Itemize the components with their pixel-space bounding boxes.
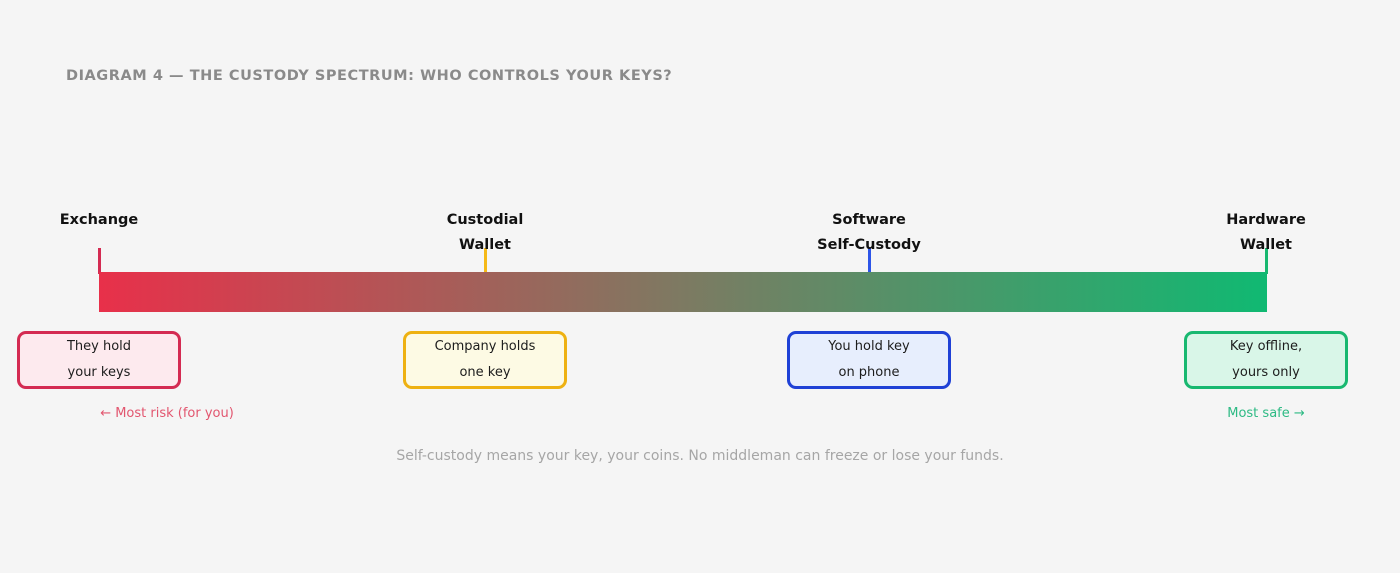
stage-label-line1: Custodial xyxy=(446,212,524,228)
stage-tick-exchange xyxy=(98,248,101,274)
stage-tick-software-self-custody xyxy=(868,248,871,274)
stage-label-line2: Wallet xyxy=(459,237,511,253)
stage-label-line1: Hardware xyxy=(1226,212,1306,228)
stage-card-hardware-wallet: Key offline, yours only xyxy=(1184,331,1348,389)
stage-desc-line1: Key offline, xyxy=(1229,339,1303,354)
stage-card-exchange: They hold your keys xyxy=(17,331,181,389)
stage-label-exchange: Exchange xyxy=(60,208,139,233)
stage-label-line1: Exchange xyxy=(59,212,139,228)
footer-caption: Self-custody means your key, your coins.… xyxy=(396,448,1004,464)
annotation-most-risk: ← Most risk (for you) xyxy=(100,406,234,421)
spectrum-gradient-bar xyxy=(99,272,1267,312)
stage-desc-line1: You hold key xyxy=(828,339,910,354)
stage-label-line2: Wallet xyxy=(1240,237,1292,253)
stage-tick-hardware-wallet xyxy=(1265,248,1268,274)
page-title: DIAGRAM 4 — THE CUSTODY SPECTRUM: WHO CO… xyxy=(66,68,673,84)
stage-tick-custodial-wallet xyxy=(484,248,487,274)
stage-card-software-self-custody: You hold key on phone xyxy=(787,331,951,389)
stage-desc-line1: Company holds xyxy=(434,339,536,354)
stage-label-line2: Self-Custody xyxy=(817,237,921,253)
stage-card-custodial-wallet: Company holds one key xyxy=(403,331,567,389)
stage-desc-line2: on phone xyxy=(838,365,900,380)
stage-desc-line2: your keys xyxy=(67,365,131,380)
stage-desc-line1: They hold xyxy=(66,339,132,354)
stage-desc-line2: yours only xyxy=(1232,365,1300,380)
annotation-most-safe: Most safe → xyxy=(1227,406,1305,421)
stage-desc-line2: one key xyxy=(459,365,511,380)
stage-label-line1: Software xyxy=(832,212,906,228)
